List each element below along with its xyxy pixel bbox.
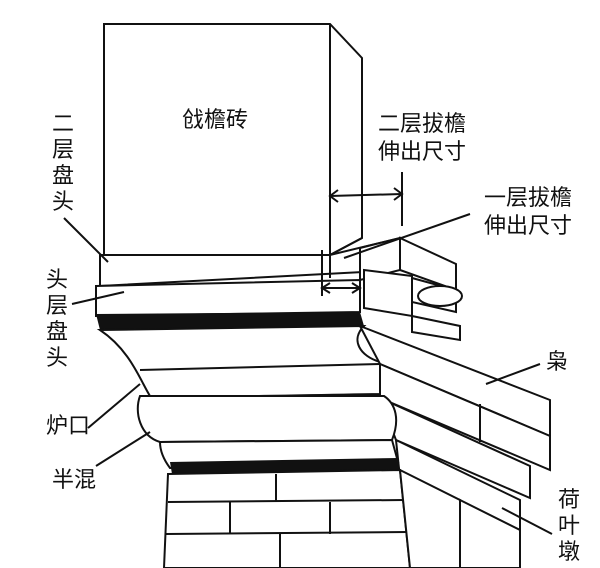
dimension-yi-ceng: [320, 213, 471, 296]
label-yi-ceng-shen-chu: 伸出尺寸: [484, 214, 573, 239]
ba-yan-courses: [359, 236, 463, 342]
tou-ceng-pan-tou-slab: [95, 278, 361, 318]
dimension-er-ceng: [328, 172, 404, 226]
qiang-yan-brick: [103, 23, 363, 256]
label-er-ceng-pan-tou: 二层盘头: [51, 112, 74, 215]
label-he-ye-dun: 荷叶墩: [557, 488, 580, 565]
lu-kou-profile: [96, 324, 381, 398]
shadow-band: [96, 312, 364, 330]
leader-lines: [63, 217, 553, 535]
label-xiao: 枭: [546, 350, 569, 375]
brick-wall: [162, 468, 521, 568]
he-ye-dun-course: [158, 438, 400, 474]
label-qiang-yan-zhuan: 戗檐砖: [182, 108, 249, 133]
label-yi-ceng-ba-yan: 一层拔檐: [484, 186, 573, 211]
label-lu-kou: 炉口: [46, 414, 91, 439]
xiao-courses: [357, 324, 551, 532]
label-er-ceng-ba-yan: 二层拔檐: [378, 112, 467, 137]
label-er-ceng-shen-chu: 伸出尺寸: [378, 140, 467, 165]
label-tou-ceng-pan-tou: 头层盘头: [45, 268, 68, 371]
label-ban-hun: 半混: [52, 468, 97, 493]
ban-hun-course: [136, 395, 398, 444]
